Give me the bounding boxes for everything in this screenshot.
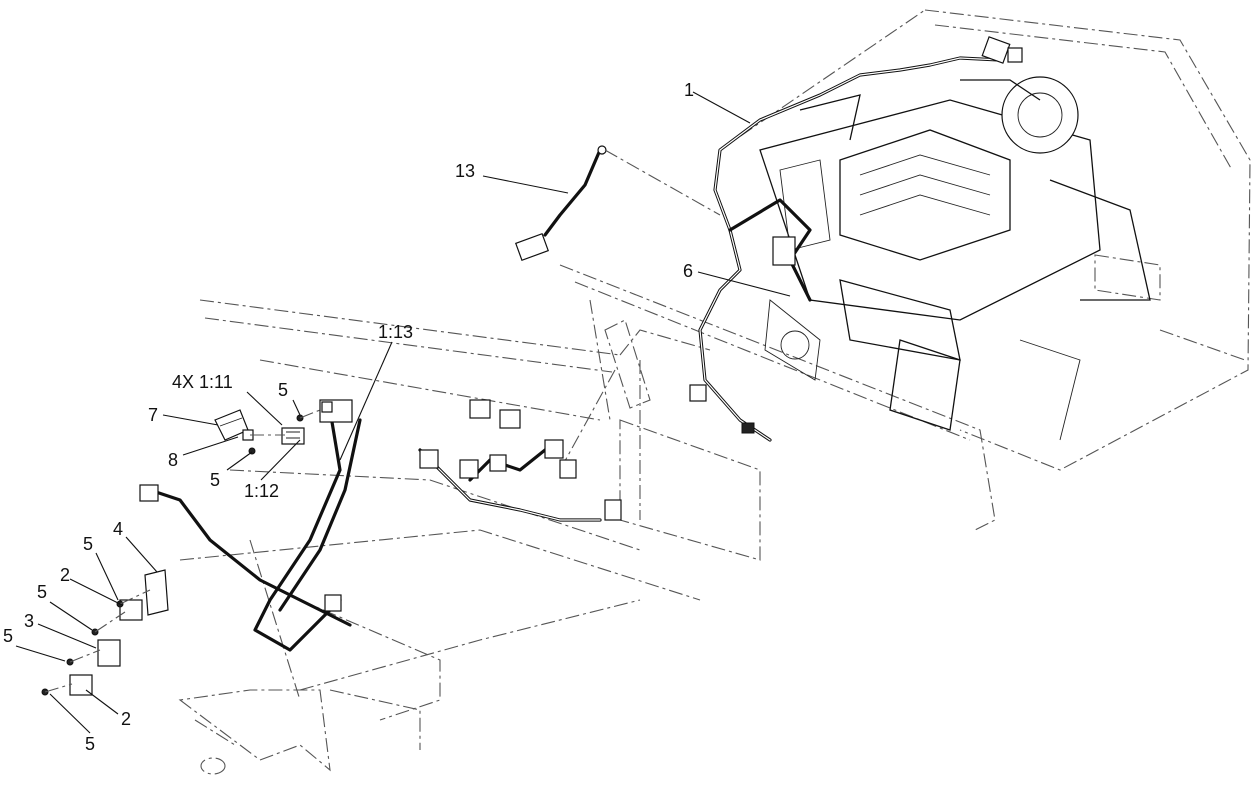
- callout-5-c: 5: [3, 626, 14, 646]
- main-frame-rails: [179, 264, 996, 691]
- engine-assembly: [759, 76, 1151, 441]
- callout-5-top: 5: [278, 380, 289, 400]
- callout-6: 6: [683, 261, 694, 281]
- callout-2-top: 2: [60, 565, 71, 585]
- front-frame: [178, 539, 441, 775]
- relay-bracket-assembly: [41, 569, 169, 696]
- callout-13: 13: [455, 161, 476, 181]
- callout-5-b: 5: [37, 582, 48, 602]
- callout-5-a: 5: [83, 534, 94, 554]
- callout-4: 4: [113, 519, 124, 539]
- callout-3: 3: [24, 611, 35, 631]
- callout-1-12: 1:12: [244, 481, 280, 501]
- callout-8: 8: [168, 450, 179, 470]
- callout-1: 1: [684, 80, 695, 100]
- callout-1-13: 1:13: [378, 322, 414, 342]
- item-13-sensor-harness: [514, 145, 721, 262]
- steering-column: [559, 319, 651, 471]
- harness-connectors: [139, 36, 1023, 612]
- rear-chassis-frame: [719, 9, 1251, 471]
- callout-leaders: [15, 91, 791, 734]
- callout-2-bottom: 2: [121, 709, 132, 729]
- callout-5-mid: 5: [210, 470, 221, 490]
- callout-5-bottom: 5: [85, 734, 96, 754]
- fuse-block-assembly: [214, 409, 321, 455]
- callout-7: 7: [148, 405, 159, 425]
- main-wire-harness: [148, 56, 1002, 652]
- callout-4x-1-11: 4X 1:11: [172, 372, 233, 392]
